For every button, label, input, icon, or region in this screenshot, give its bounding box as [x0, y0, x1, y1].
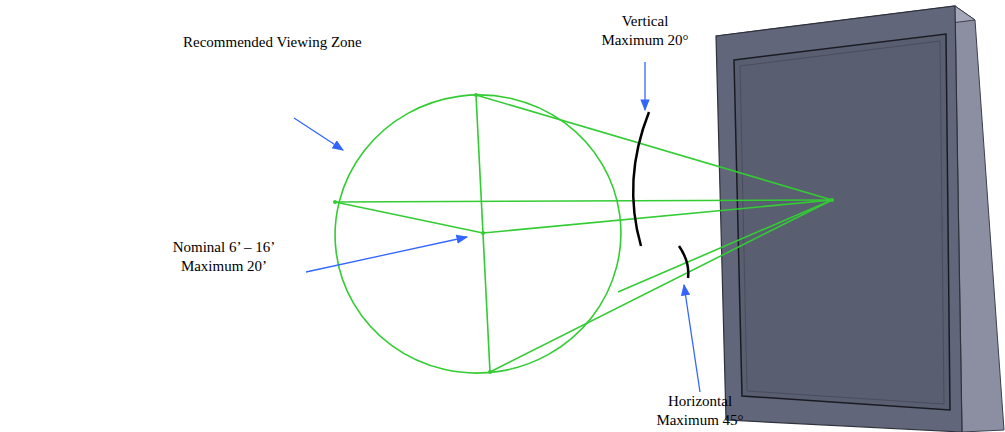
horizontal-angle-arc	[679, 246, 688, 278]
vertical-angle-arc	[633, 112, 649, 246]
viewing-cone	[317, 76, 832, 391]
cone-points	[333, 93, 834, 374]
vertical-angle-label: Vertical Maximum 20°	[595, 12, 695, 50]
horizontal-angle-label: Horizontal Maximum 45°	[650, 392, 750, 430]
distance-label: Nominal 6’ – 16’ Maximum 20’	[163, 238, 285, 276]
leader-arrows	[294, 62, 700, 392]
monitor	[716, 6, 1004, 432]
zone-label: Recommended Viewing Zone	[183, 33, 362, 52]
